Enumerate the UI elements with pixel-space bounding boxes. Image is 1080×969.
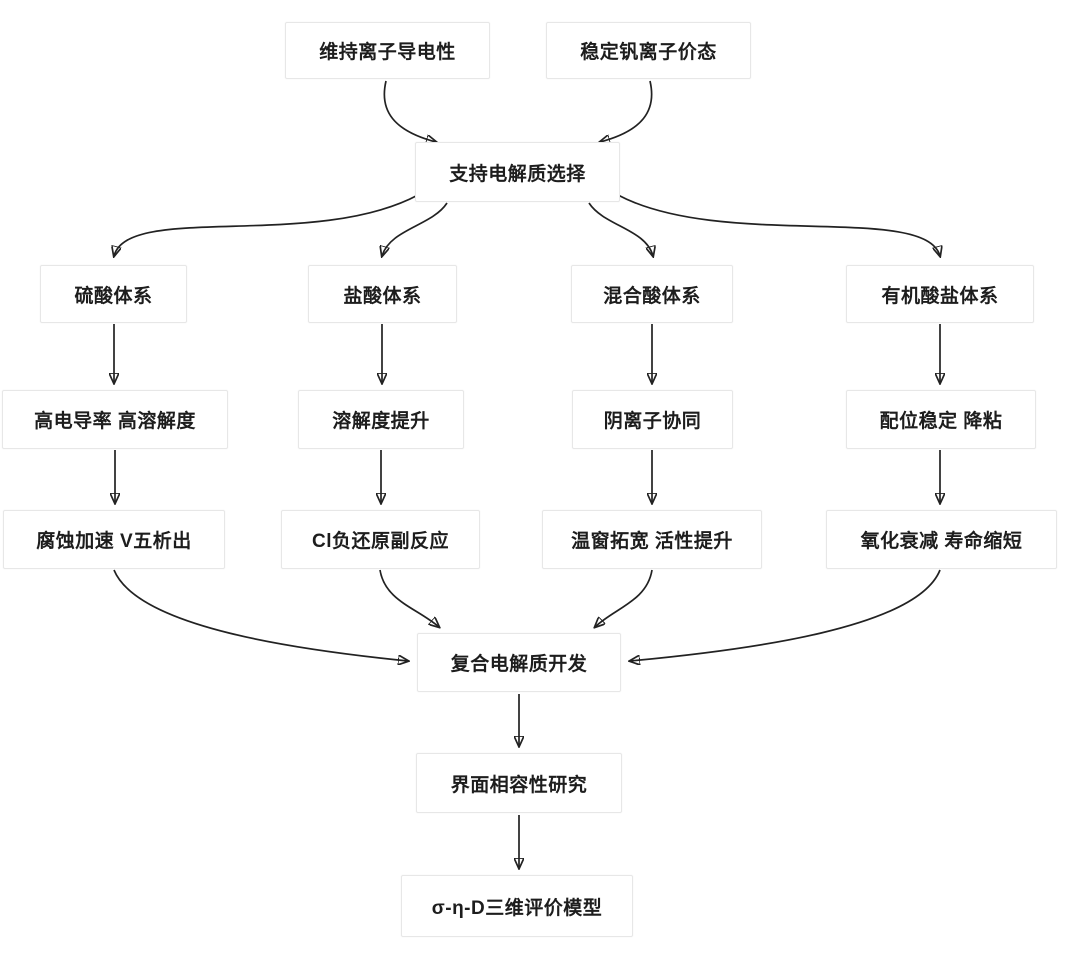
node-sulfuric-system: 硫酸体系: [40, 265, 187, 323]
node-sulfuric-pro: 高电导率 高溶解度: [2, 390, 228, 449]
node-hydrochloric-pro: 溶解度提升: [298, 390, 464, 449]
node-evaluation-model: σ-η-D三维评价模型: [401, 875, 633, 937]
node-hydrochloric-system: 盐酸体系: [308, 265, 457, 323]
edge-sulfuric-con-to-composite: [113, 569, 408, 661]
edge-mixed-con-to-composite: [595, 569, 653, 627]
node-mixed-con: 温窗拓宽 活性提升: [542, 510, 762, 569]
node-selection: 支持电解质选择: [415, 142, 620, 202]
edge-goal-valence-to-selection: [600, 80, 653, 142]
node-sulfuric-con: 腐蚀加速 V五析出: [3, 510, 225, 569]
edge-goal-conductivity-to-selection: [383, 80, 436, 142]
node-organic-salt-system: 有机酸盐体系: [846, 265, 1034, 323]
node-hydrochloric-con: Cl负还原副反应: [281, 510, 480, 569]
node-organic-pro: 配位稳定 降粘: [846, 390, 1036, 449]
edge-organic-con-to-composite: [630, 569, 941, 661]
node-mixed-pro: 阴离子协同: [572, 390, 733, 449]
node-interface-compatibility: 界面相容性研究: [416, 753, 622, 813]
node-goal-valence: 稳定钒离子价态: [546, 22, 751, 79]
edge-selection-to-sulfuric: [114, 194, 419, 256]
edge-selection-to-organic: [617, 194, 940, 256]
edge-selection-to-hydrochloric: [382, 202, 448, 256]
edge-hydrochloric-con-to-composite: [379, 569, 439, 627]
node-composite-electrolyte: 复合电解质开发: [417, 633, 621, 692]
node-organic-con: 氧化衰减 寿命缩短: [826, 510, 1057, 569]
node-goal-conductivity: 维持离子导电性: [285, 22, 490, 79]
edge-selection-to-mixed: [588, 202, 653, 256]
node-mixed-acid-system: 混合酸体系: [571, 265, 733, 323]
